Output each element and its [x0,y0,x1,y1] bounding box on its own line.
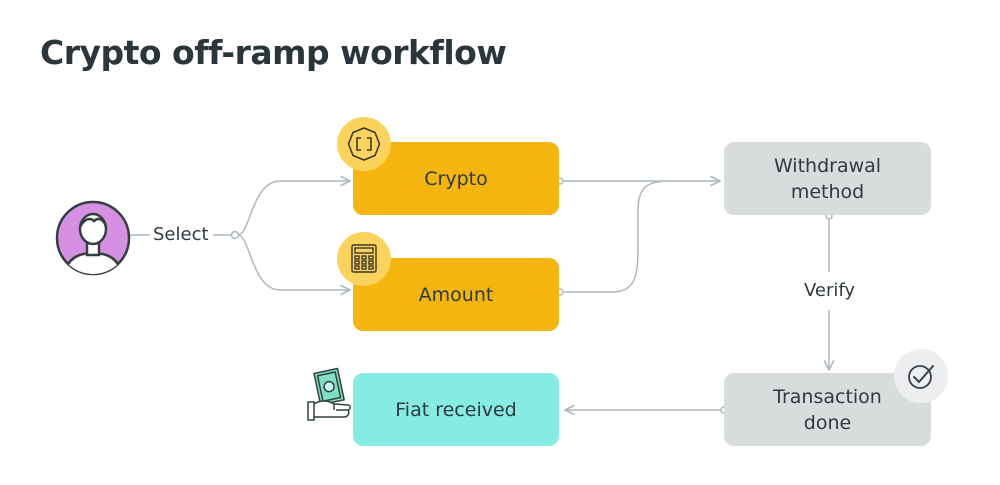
node-fiat-label: Fiat received [395,398,517,421]
node-transaction-label: Transaction done [773,385,882,434]
user-avatar-icon [55,200,131,276]
page-title: Crypto off-ramp workflow [40,33,507,72]
check-circle-icon [894,349,948,403]
node-fiat-received[interactable]: Fiat received [353,373,559,446]
node-amount-label: Amount [418,283,494,306]
cash-in-hand-icon [307,367,351,421]
calculator-icon [337,232,391,286]
junction-dot [230,230,240,240]
edge-amount-withdrawal [562,180,671,293]
node-crypto-label: Crypto [424,167,488,190]
edge-to-crypto [237,181,350,236]
node-withdrawal-method[interactable]: Withdrawal method [724,142,931,215]
edge-label-select: Select [153,224,209,245]
node-withdrawal-label: Withdrawal method [773,154,882,203]
coin-icon [337,117,391,171]
edge-to-amount [237,234,350,290]
edge-label-verify: Verify [802,280,858,301]
